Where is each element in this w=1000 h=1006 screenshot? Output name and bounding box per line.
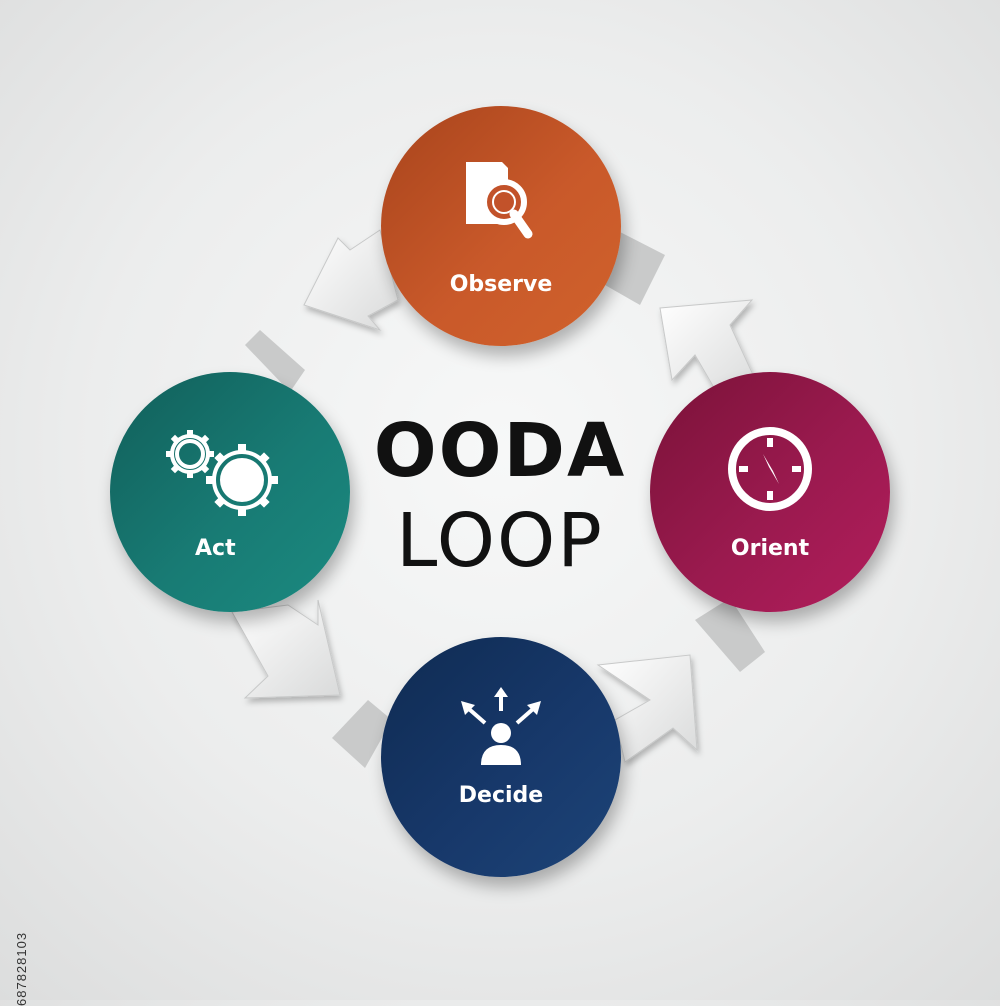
decide-label: Decide — [458, 783, 544, 808]
observe-label: Observe — [449, 272, 553, 297]
arrow-decide-to-orient — [596, 654, 698, 763]
gears-icon — [160, 424, 290, 524]
node-decide: Decide — [381, 637, 621, 877]
node-orient: Orient — [650, 372, 890, 612]
title-loop: LOOP — [396, 498, 604, 584]
orient-label: Orient — [730, 536, 810, 561]
decision-person-icon — [451, 687, 551, 772]
arrow-tail-decide-left — [332, 700, 392, 768]
arrow-act-to-decide — [231, 599, 341, 699]
arrow-tail-act-top — [245, 330, 305, 392]
node-observe: Observe — [381, 106, 621, 346]
arrow-tail-observe-right — [605, 232, 665, 305]
arrow-observe-to-act — [303, 229, 399, 332]
node-act: Act — [110, 372, 350, 612]
compass-icon — [725, 424, 815, 519]
arrow-tail-orient-bottom — [695, 598, 765, 672]
title-ooda: OODA — [373, 408, 627, 494]
act-label: Act — [195, 536, 236, 561]
side-id-text: 687828103 — [14, 931, 29, 1006]
document-search-icon — [456, 154, 546, 259]
